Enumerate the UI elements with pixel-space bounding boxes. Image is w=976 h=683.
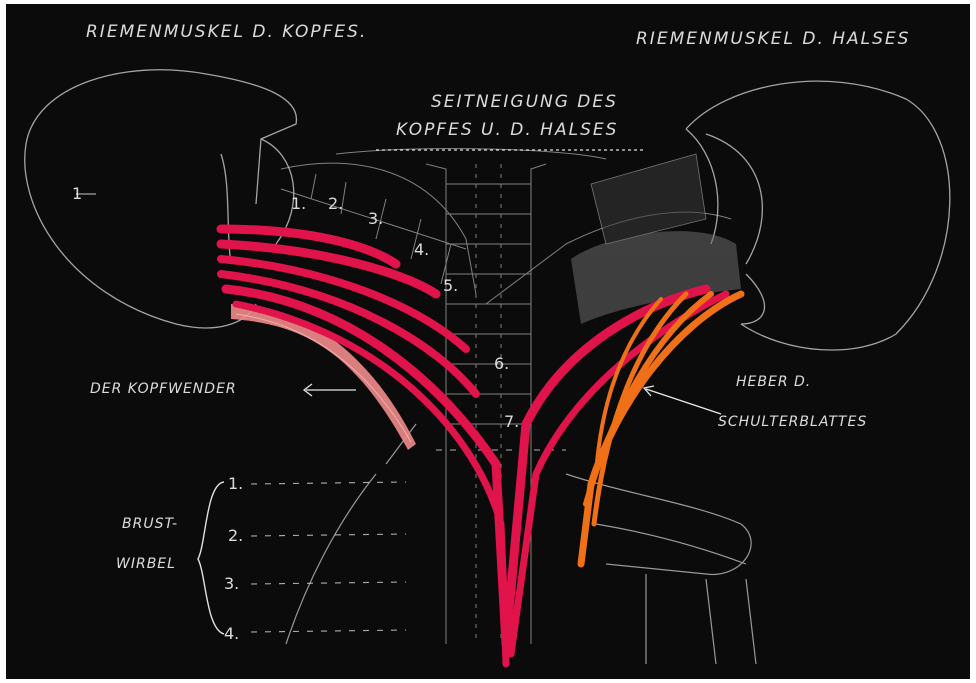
pointer-arrows	[304, 384, 721, 414]
thoracic-number-3: 3.	[224, 574, 239, 593]
cervical-number-3: 3.	[368, 209, 383, 228]
right-skull-sketch	[686, 81, 950, 350]
cervical-number-1: 1.	[291, 194, 306, 213]
thoracic-label-line2: WIRBEL	[116, 556, 176, 572]
center-title-line1: SEITNEIGUNG DES	[431, 92, 618, 112]
levator-label-line1: HEBER D.	[736, 374, 811, 390]
sternocleido-label: DER KOPFWENDER	[90, 381, 237, 397]
left-title: RIEMENMUSKEL D. KOPFES.	[86, 22, 367, 42]
cervical-number-2: 2.	[328, 194, 343, 213]
skull-number: 1	[72, 184, 82, 203]
center-title-line2: KOPFES U. D. HALSES	[396, 120, 618, 140]
thoracic-number-2: 2.	[228, 526, 243, 545]
cervical-number-4: 4.	[414, 240, 429, 259]
thoracic-number-4: 4.	[224, 624, 239, 643]
levator-label-line2: SCHULTERBLATTES	[718, 414, 867, 430]
chalkboard: RIEMENMUSKEL D. KOPFES. RIEMENMUSKEL D. …	[6, 4, 970, 679]
right-title: RIEMENMUSKEL D. HALSES	[636, 29, 910, 49]
cervical-number-7: 7.	[504, 412, 519, 431]
thoracic-brace	[198, 482, 224, 634]
thoracic-label-line1: BRUST-	[122, 516, 178, 532]
cervical-number-6: 6.	[494, 354, 509, 373]
thoracic-number-1: 1.	[228, 474, 243, 493]
cervical-number-5: 5.	[443, 276, 458, 295]
